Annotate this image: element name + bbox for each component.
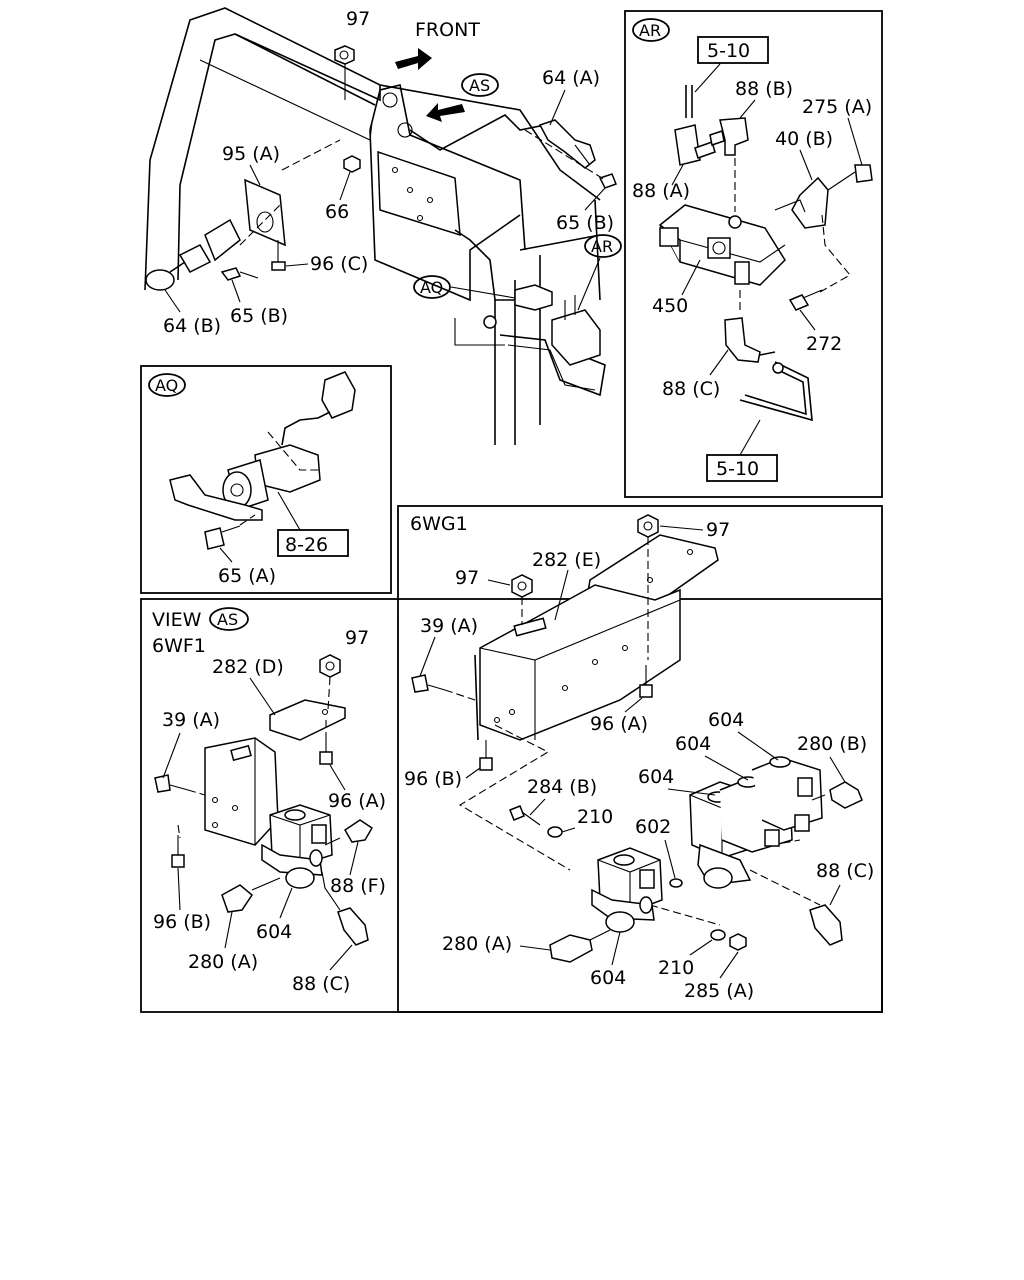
label-39a-wg: 39 (A) xyxy=(420,615,478,637)
view-label: VIEW xyxy=(152,609,202,631)
label-65a: 65 (A) xyxy=(218,565,276,587)
callout-ar-tag: AR xyxy=(591,237,613,256)
panel-6wg1: 6WG1 xyxy=(397,505,883,1013)
panel-as-tag-circle xyxy=(209,607,249,631)
ref-bottom: 5-10 xyxy=(716,458,759,480)
model-6wg1: 6WG1 xyxy=(410,513,468,535)
panel-aq: AQ 8-26 65 (A) xyxy=(140,365,392,594)
label-282d: 282 (D) xyxy=(212,656,284,678)
label-97: 97 xyxy=(346,8,370,30)
label-280b: 280 (B) xyxy=(797,733,867,755)
label-65b-top: 65 (B) xyxy=(556,212,614,234)
label-280a-as: 280 (A) xyxy=(188,951,258,973)
label-96a-as: 96 (A) xyxy=(328,790,386,812)
label-39a-as: 39 (A) xyxy=(162,709,220,731)
label-210-top: 210 xyxy=(577,806,613,828)
callout-as-circle xyxy=(461,73,499,97)
panel-aq-border xyxy=(140,365,392,594)
label-96b-wg: 96 (B) xyxy=(404,768,462,790)
label-285a: 285 (A) xyxy=(684,980,754,1002)
label-272: 272 xyxy=(806,333,842,355)
label-64b: 64 (B) xyxy=(163,315,221,337)
panel-aq-tag-circle xyxy=(148,373,186,397)
ref-box-top xyxy=(697,36,769,64)
label-40b: 40 (B) xyxy=(775,128,833,150)
callout-aq-tag: AQ xyxy=(420,278,443,297)
label-88c: 88 (C) xyxy=(662,378,720,400)
label-66: 66 xyxy=(325,201,349,223)
label-604-b: 604 xyxy=(675,733,711,755)
label-88a: 88 (A) xyxy=(632,180,690,202)
label-88c-wg: 88 (C) xyxy=(816,860,874,882)
callout-aq-circle xyxy=(413,275,451,299)
callout-ar-circle xyxy=(584,234,622,258)
label-210-bottom: 210 xyxy=(658,957,694,979)
panel-as-tag: AS xyxy=(217,610,238,629)
label-65b-left: 65 (B) xyxy=(230,305,288,327)
ref-8-26: 8-26 xyxy=(285,534,328,556)
label-95a: 95 (A) xyxy=(222,143,280,165)
label-96a-wg: 96 (A) xyxy=(590,713,648,735)
label-282e: 282 (E) xyxy=(532,549,601,571)
label-275a: 275 (A) xyxy=(802,96,872,118)
main-assembly: FRONT AS AQ AR 97 64 (A) 95 (A) 66 65 (B… xyxy=(144,7,622,445)
front-arrow-icon xyxy=(395,48,432,70)
label-88c-as: 88 (C) xyxy=(292,973,350,995)
ref-top: 5-10 xyxy=(707,40,750,62)
label-97-as: 97 xyxy=(345,627,369,649)
label-88b: 88 (B) xyxy=(735,78,793,100)
panel-aq-tag: AQ xyxy=(155,376,178,395)
ref-box-bottom xyxy=(706,454,778,482)
as-arrow-icon xyxy=(426,103,465,122)
label-96b-as: 96 (B) xyxy=(153,911,211,933)
label-97-left: 97 xyxy=(455,567,479,589)
label-280a-wg: 280 (A) xyxy=(442,933,512,955)
label-604-bottom: 604 xyxy=(590,967,626,989)
panel-as: VIEW AS 6WF1 xyxy=(140,598,883,1013)
label-604-c: 604 xyxy=(638,766,674,788)
panel-6wg1-border xyxy=(397,505,883,1013)
label-602: 602 xyxy=(635,816,671,838)
label-97-top: 97 xyxy=(706,519,730,541)
panel-ar: AR 5-10 xyxy=(624,10,883,498)
panel-ar-border xyxy=(624,10,883,498)
label-604-a: 604 xyxy=(708,709,744,731)
model-6wf1: 6WF1 xyxy=(152,635,206,657)
panel-ar-tag: AR xyxy=(639,21,661,40)
label-96c: 96 (C) xyxy=(310,253,368,275)
panel-ar-tag-circle xyxy=(632,18,670,42)
label-284b: 284 (B) xyxy=(527,776,597,798)
front-label: FRONT xyxy=(415,19,480,41)
label-604-as: 604 xyxy=(256,921,292,943)
ref-box-8-26 xyxy=(277,529,349,557)
label-64a: 64 (A) xyxy=(542,67,600,89)
callout-as-tag: AS xyxy=(469,76,490,95)
label-450: 450 xyxy=(652,295,688,317)
label-88f: 88 (F) xyxy=(330,875,386,897)
